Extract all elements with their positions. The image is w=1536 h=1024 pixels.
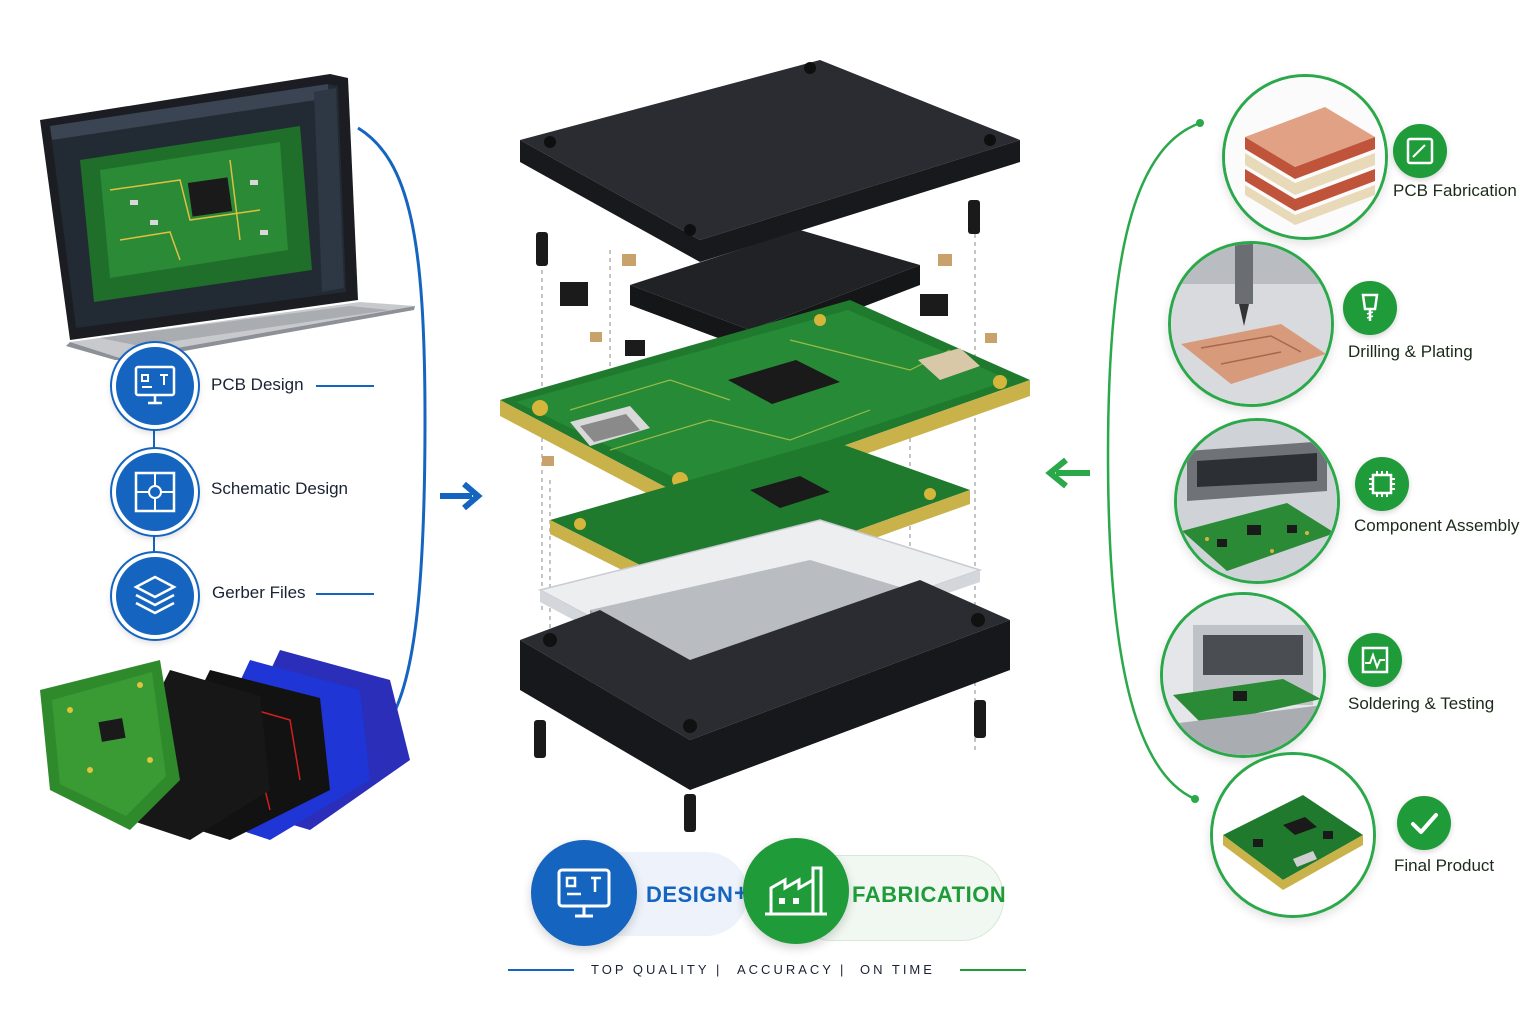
gerber-layer-boards (30, 640, 420, 850)
final-product-label: Final Product (1394, 856, 1495, 875)
pcb-fabrication-photo (1222, 74, 1388, 240)
pcb-fabrication-label: PCB Fabrication (1393, 181, 1517, 200)
waveform-icon (1361, 646, 1389, 674)
check-icon-badge (1397, 796, 1451, 850)
schematic-icon (134, 471, 176, 513)
gerber-files-circle (112, 553, 198, 639)
drill-icon-badge (1343, 281, 1397, 335)
drilling-plating-photo (1168, 241, 1334, 407)
final-product-photo (1210, 752, 1376, 918)
gerber-files-label: Gerber Files (212, 583, 306, 602)
tagline-top-quality: TOP QUALITY (591, 962, 710, 977)
exploded-pcb-assembly (490, 50, 1030, 850)
pcb-design-label: PCB Design (211, 375, 304, 394)
chip-icon (1369, 471, 1395, 497)
component-assembly-photo (1174, 418, 1340, 584)
design-arrow-icon (440, 481, 483, 511)
monitor-pcb-icon (134, 365, 176, 405)
monitor-pcb-icon (557, 868, 611, 918)
chip-icon-badge (1355, 457, 1409, 511)
pcb-design-leader (316, 385, 374, 387)
fabrication-flow-connector (1106, 119, 1204, 803)
fabrication-badge-text: FABRICATION (852, 882, 1007, 907)
tagline-separator-1: | (716, 962, 723, 977)
schematic-design-label: Schematic Design (211, 479, 349, 498)
fabrication-badge-circle (743, 838, 849, 944)
tagline-on-time: ON TIME (860, 962, 935, 977)
tagline-accuracy: ACCURACY (737, 962, 834, 977)
tagline-line-left (508, 969, 574, 971)
tagline-line-right (960, 969, 1026, 971)
gerber-files-leader (316, 593, 374, 595)
tagline-separator-2: | (840, 962, 847, 977)
drilling-plating-label: Drilling & Plating (1348, 342, 1473, 361)
board-icon (1406, 137, 1434, 165)
check-icon (1411, 813, 1438, 834)
fabrication-arrow-icon (1045, 457, 1090, 489)
layers-icon (133, 575, 177, 615)
factory-icon (765, 866, 827, 916)
design-flow-connector (357, 126, 427, 736)
board-icon-badge (1393, 124, 1447, 178)
pcb-design-circle (112, 343, 198, 429)
design-badge-circle (531, 840, 637, 946)
soldering-testing-label: Soldering & Testing (1348, 694, 1495, 713)
component-assembly-label: Component Assembly (1354, 516, 1520, 535)
schematic-design-circle (112, 449, 198, 535)
drill-icon (1361, 293, 1379, 321)
soldering-testing-photo (1160, 592, 1326, 758)
design-badge-text: DESIGN (646, 882, 734, 907)
laptop-illustration (30, 70, 420, 360)
waveform-icon-badge (1348, 633, 1402, 687)
